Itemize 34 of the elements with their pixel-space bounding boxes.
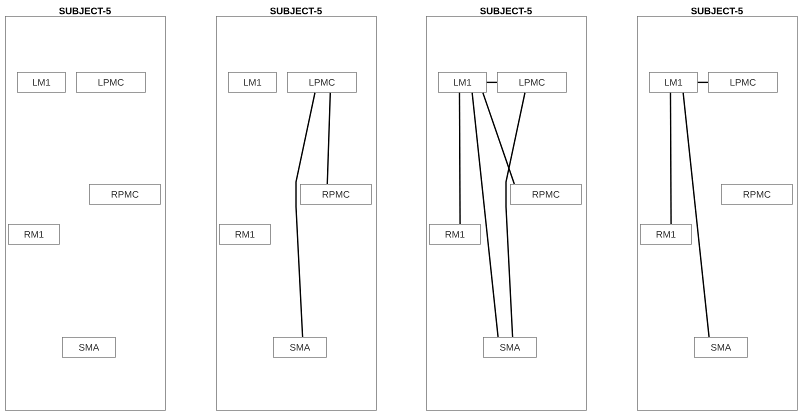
region-box: SMA [62, 337, 116, 358]
region-box: RPMC [510, 184, 582, 205]
panel-title: SUBJECT-5 [59, 8, 111, 14]
connector-line [682, 92, 710, 338]
connector-line [670, 92, 672, 224]
connector-line [458, 92, 461, 224]
connector-line [482, 92, 515, 184]
connector-line [486, 82, 497, 84]
region-box: LPMC [76, 72, 146, 93]
panel-title: SUBJECT-5 [691, 8, 743, 14]
region-box: LM1 [438, 72, 487, 93]
region-box: RPMC [300, 184, 372, 205]
region-box: RPMC [721, 184, 793, 205]
connector-line [505, 92, 526, 338]
region-box: SMA [273, 337, 327, 358]
region-box: RM1 [640, 224, 692, 245]
region-box: LPMC [497, 72, 567, 93]
panel-title: SUBJECT-5 [270, 8, 322, 14]
connector-line [326, 92, 331, 184]
region-box: LPMC [708, 72, 778, 93]
connector-line [471, 92, 499, 338]
connector-line [295, 92, 316, 338]
region-box: LPMC [287, 72, 357, 93]
region-box: LM1 [649, 72, 698, 93]
region-box: RM1 [429, 224, 481, 245]
panel-title: SUBJECT-5 [480, 8, 532, 14]
connector-line [698, 82, 708, 84]
region-box: SMA [483, 337, 537, 358]
region-box: LM1 [17, 72, 66, 93]
region-box: SMA [694, 337, 748, 358]
region-box: RPMC [89, 184, 161, 205]
region-box: RM1 [8, 224, 60, 245]
region-box: LM1 [228, 72, 277, 93]
region-box: RM1 [219, 224, 271, 245]
